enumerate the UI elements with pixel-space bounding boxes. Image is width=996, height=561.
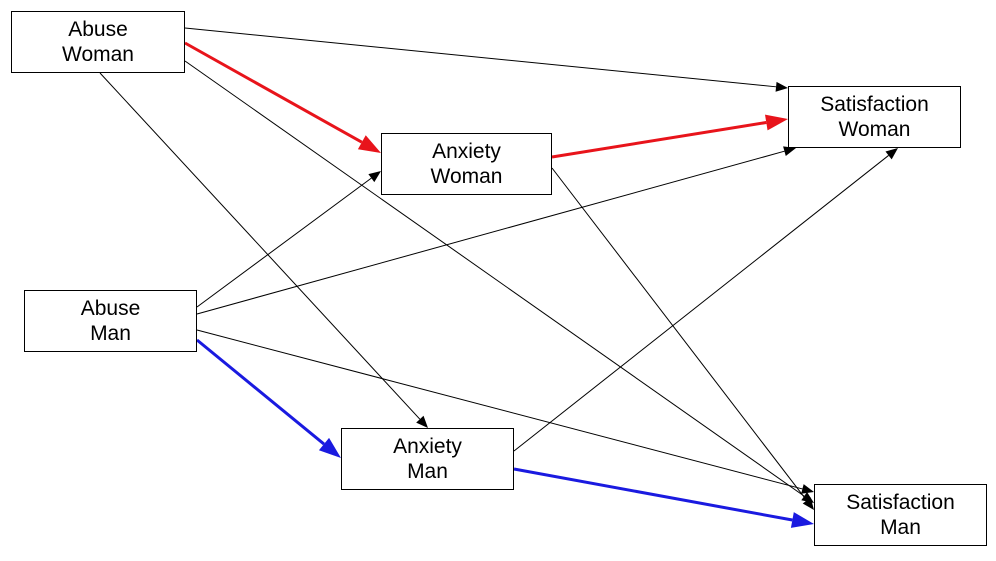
edge-line (513, 155, 889, 452)
node-label-line2: Woman (838, 118, 911, 141)
node-label-line2: Woman (62, 43, 134, 66)
node-anxiety-woman: Anxiety Woman (381, 133, 552, 195)
edge-anxiety-woman-to-satisfaction-man (551, 167, 814, 510)
edge-line (99, 72, 421, 420)
node-label-line2: Woman (430, 165, 503, 188)
edge-line (184, 27, 777, 88)
arrowhead-icon (775, 81, 788, 92)
edge-abuse-man-to-satisfaction-man (196, 329, 814, 494)
edge-anxiety-man-to-satisfaction-woman (513, 148, 898, 452)
edge-line (513, 467, 793, 522)
edge-line (196, 177, 372, 308)
edge-line (551, 167, 808, 501)
edge-abuse-woman-to-anxiety-woman (184, 41, 381, 153)
arrowhead-icon (885, 148, 898, 160)
node-satisfaction-man: Satisfaction Man (814, 484, 987, 546)
node-label-line1: Satisfaction (846, 491, 955, 514)
node-label-line1: Abuse (80, 297, 141, 320)
arrowhead-icon (783, 146, 796, 157)
arrowhead-icon (801, 484, 814, 494)
arrowhead-icon (368, 171, 381, 183)
arrowhead-icon (765, 114, 788, 131)
arrowhead-icon (416, 415, 428, 428)
node-label-line1: Anxiety (393, 435, 462, 458)
edge-line (551, 121, 767, 159)
node-anxiety-man: Anxiety Man (341, 428, 514, 490)
edge-abuse-man-to-satisfaction-woman (196, 146, 796, 315)
edge-line (196, 329, 803, 490)
edge-line (184, 41, 363, 144)
node-label-line1: Anxiety (432, 140, 501, 163)
edge-abuse-woman-to-satisfaction-woman (184, 27, 788, 92)
edge-line (196, 338, 325, 446)
edge-abuse-man-to-anxiety-man (196, 338, 341, 458)
node-label-line2: Man (90, 322, 131, 345)
arrowhead-icon (790, 512, 814, 528)
node-label-line2: Man (880, 516, 921, 539)
node-label-line1: Abuse (68, 18, 128, 41)
node-label-line2: Man (407, 460, 448, 483)
edge-anxiety-man-to-satisfaction-man (513, 467, 814, 528)
edge-line (184, 60, 805, 497)
edge-abuse-man-to-anxiety-woman (196, 171, 381, 308)
edge-anxiety-woman-to-satisfaction-woman (551, 114, 788, 159)
node-label-line1: Satisfaction (820, 93, 929, 116)
arrowhead-icon (318, 437, 341, 458)
node-satisfaction-woman: Satisfaction Woman (788, 86, 961, 148)
edge-abuse-woman-to-anxiety-man (99, 72, 428, 428)
node-abuse-man: Abuse Man (24, 290, 197, 352)
arrowhead-icon (357, 135, 381, 153)
arrowhead-icon (802, 497, 814, 510)
edge-line (196, 150, 785, 315)
node-abuse-woman: Abuse Woman (11, 11, 185, 73)
